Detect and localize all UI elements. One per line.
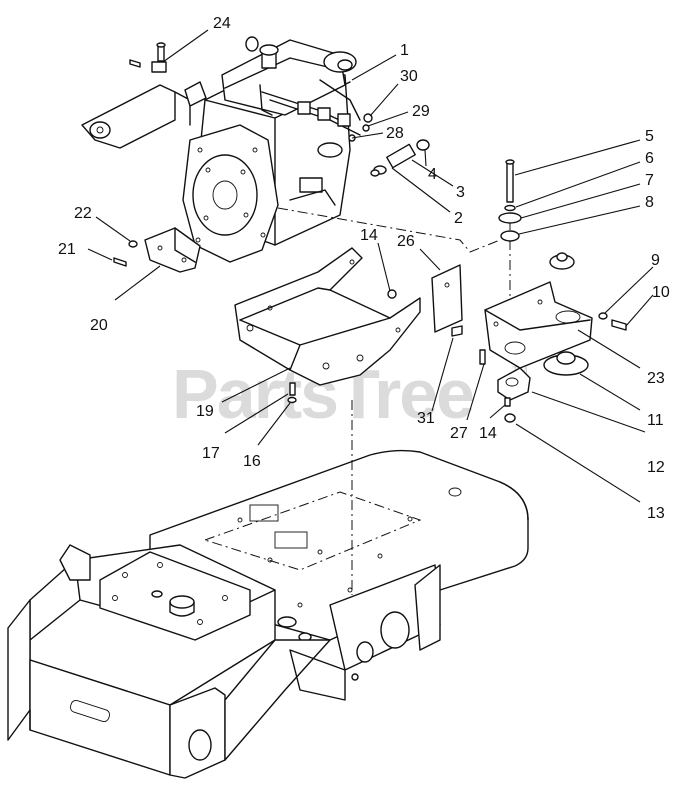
callout-11: 11 [647,412,664,429]
mower-frame [7,449,529,779]
callout-7: 7 [645,172,654,189]
callout-6: 6 [645,150,654,167]
callout-14-top: 14 [360,227,378,244]
bracket-23 [479,159,627,423]
callout-4: 4 [428,166,437,183]
callout-29: 29 [412,103,430,120]
callout-23: 23 [647,370,665,387]
callout-22: 22 [74,205,92,222]
callout-9: 9 [651,252,660,269]
callout-21: 21 [58,241,76,258]
callout-10: 10 [652,284,670,301]
callout-27: 27 [450,425,468,442]
callout-19: 19 [196,403,214,420]
callout-17: 17 [202,445,220,462]
callout-14-bottom: 14 [479,425,497,442]
leader-lines [87,29,654,503]
callout-5: 5 [645,128,654,145]
engine [81,36,430,263]
callout-30: 30 [400,68,418,85]
callout-3: 3 [456,184,465,201]
callout-12: 12 [647,459,665,476]
mount-plate-19 [234,247,463,404]
bracket-20 [113,227,201,273]
callout-16: 16 [243,453,261,470]
callout-31: 31 [417,410,435,427]
callout-26: 26 [397,233,415,250]
callout-2: 2 [454,210,463,227]
callout-labels: 24 1 30 29 28 4 3 2 5 6 7 8 22 21 20 14 … [58,15,670,522]
callout-1: 1 [400,42,409,59]
alignment-lines [277,207,511,595]
callout-20: 20 [90,317,108,334]
callout-8: 8 [645,194,654,211]
callout-28: 28 [386,125,404,142]
callout-24: 24 [213,15,231,32]
callout-13: 13 [647,505,665,522]
